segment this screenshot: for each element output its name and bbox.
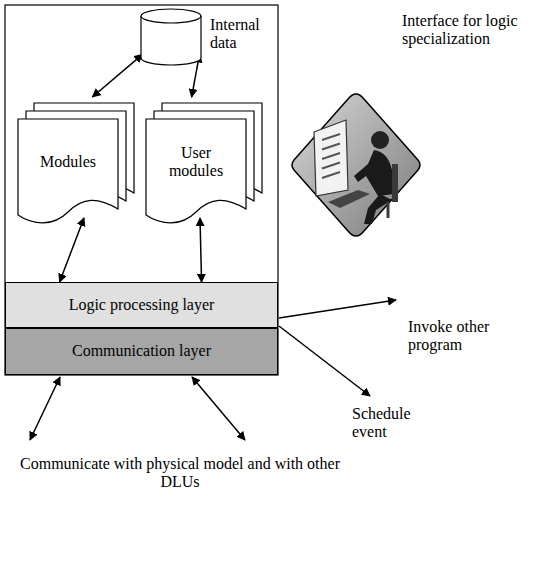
- screen-line: [322, 172, 340, 178]
- data-store: Internal data: [140, 8, 202, 66]
- arrow-label: Invoke other program: [408, 318, 523, 355]
- document-text-area: Modules: [22, 123, 114, 201]
- document-text-area: User modules: [150, 123, 242, 201]
- invoke-arrow: [279, 300, 396, 318]
- schedule-arrow: [279, 326, 370, 396]
- module-stack: User modules: [146, 97, 266, 227]
- connector-arrow: [60, 218, 84, 282]
- caption-label: Communicate with physical model and with…: [20, 455, 340, 492]
- module-stack: Modules: [18, 97, 138, 227]
- chair-post: [387, 202, 390, 218]
- arrow-label: Schedule event: [352, 405, 442, 442]
- person-body: [354, 150, 394, 196]
- communicate-arrow: [30, 377, 60, 440]
- person-leg: [364, 194, 392, 224]
- data-store-label: Internal data: [210, 16, 282, 53]
- interface-label: Interface for logic specialization: [402, 12, 520, 49]
- connector-arrow: [92, 54, 142, 97]
- document-page: [18, 119, 118, 223]
- layer-label: Logic processing layer: [69, 296, 215, 314]
- document-page: [146, 119, 246, 223]
- module-label: User modules: [158, 144, 234, 181]
- outer-box: [5, 5, 278, 375]
- database-cylinder: [140, 8, 202, 66]
- screen-line: [322, 144, 340, 150]
- interface-diamond: [288, 90, 424, 240]
- screen-line: [322, 163, 340, 169]
- layer-label: Communication layer: [72, 342, 211, 360]
- module-label: Modules: [40, 153, 96, 171]
- chair-back: [392, 164, 398, 202]
- cylinder-top: [141, 9, 201, 23]
- layer-band: Communication layer: [5, 328, 278, 375]
- person-head: [371, 131, 389, 149]
- diamond-outline: [292, 94, 420, 236]
- communicate-arrow: [192, 377, 245, 440]
- interface-node: Interface for logic specialization: [288, 90, 424, 240]
- screen-line: [322, 134, 340, 140]
- monitor-screen: [314, 120, 348, 196]
- layer-band: Logic processing layer: [5, 282, 278, 328]
- connector-arrow: [200, 218, 202, 282]
- keyboard: [328, 190, 370, 208]
- screen-line: [322, 153, 340, 159]
